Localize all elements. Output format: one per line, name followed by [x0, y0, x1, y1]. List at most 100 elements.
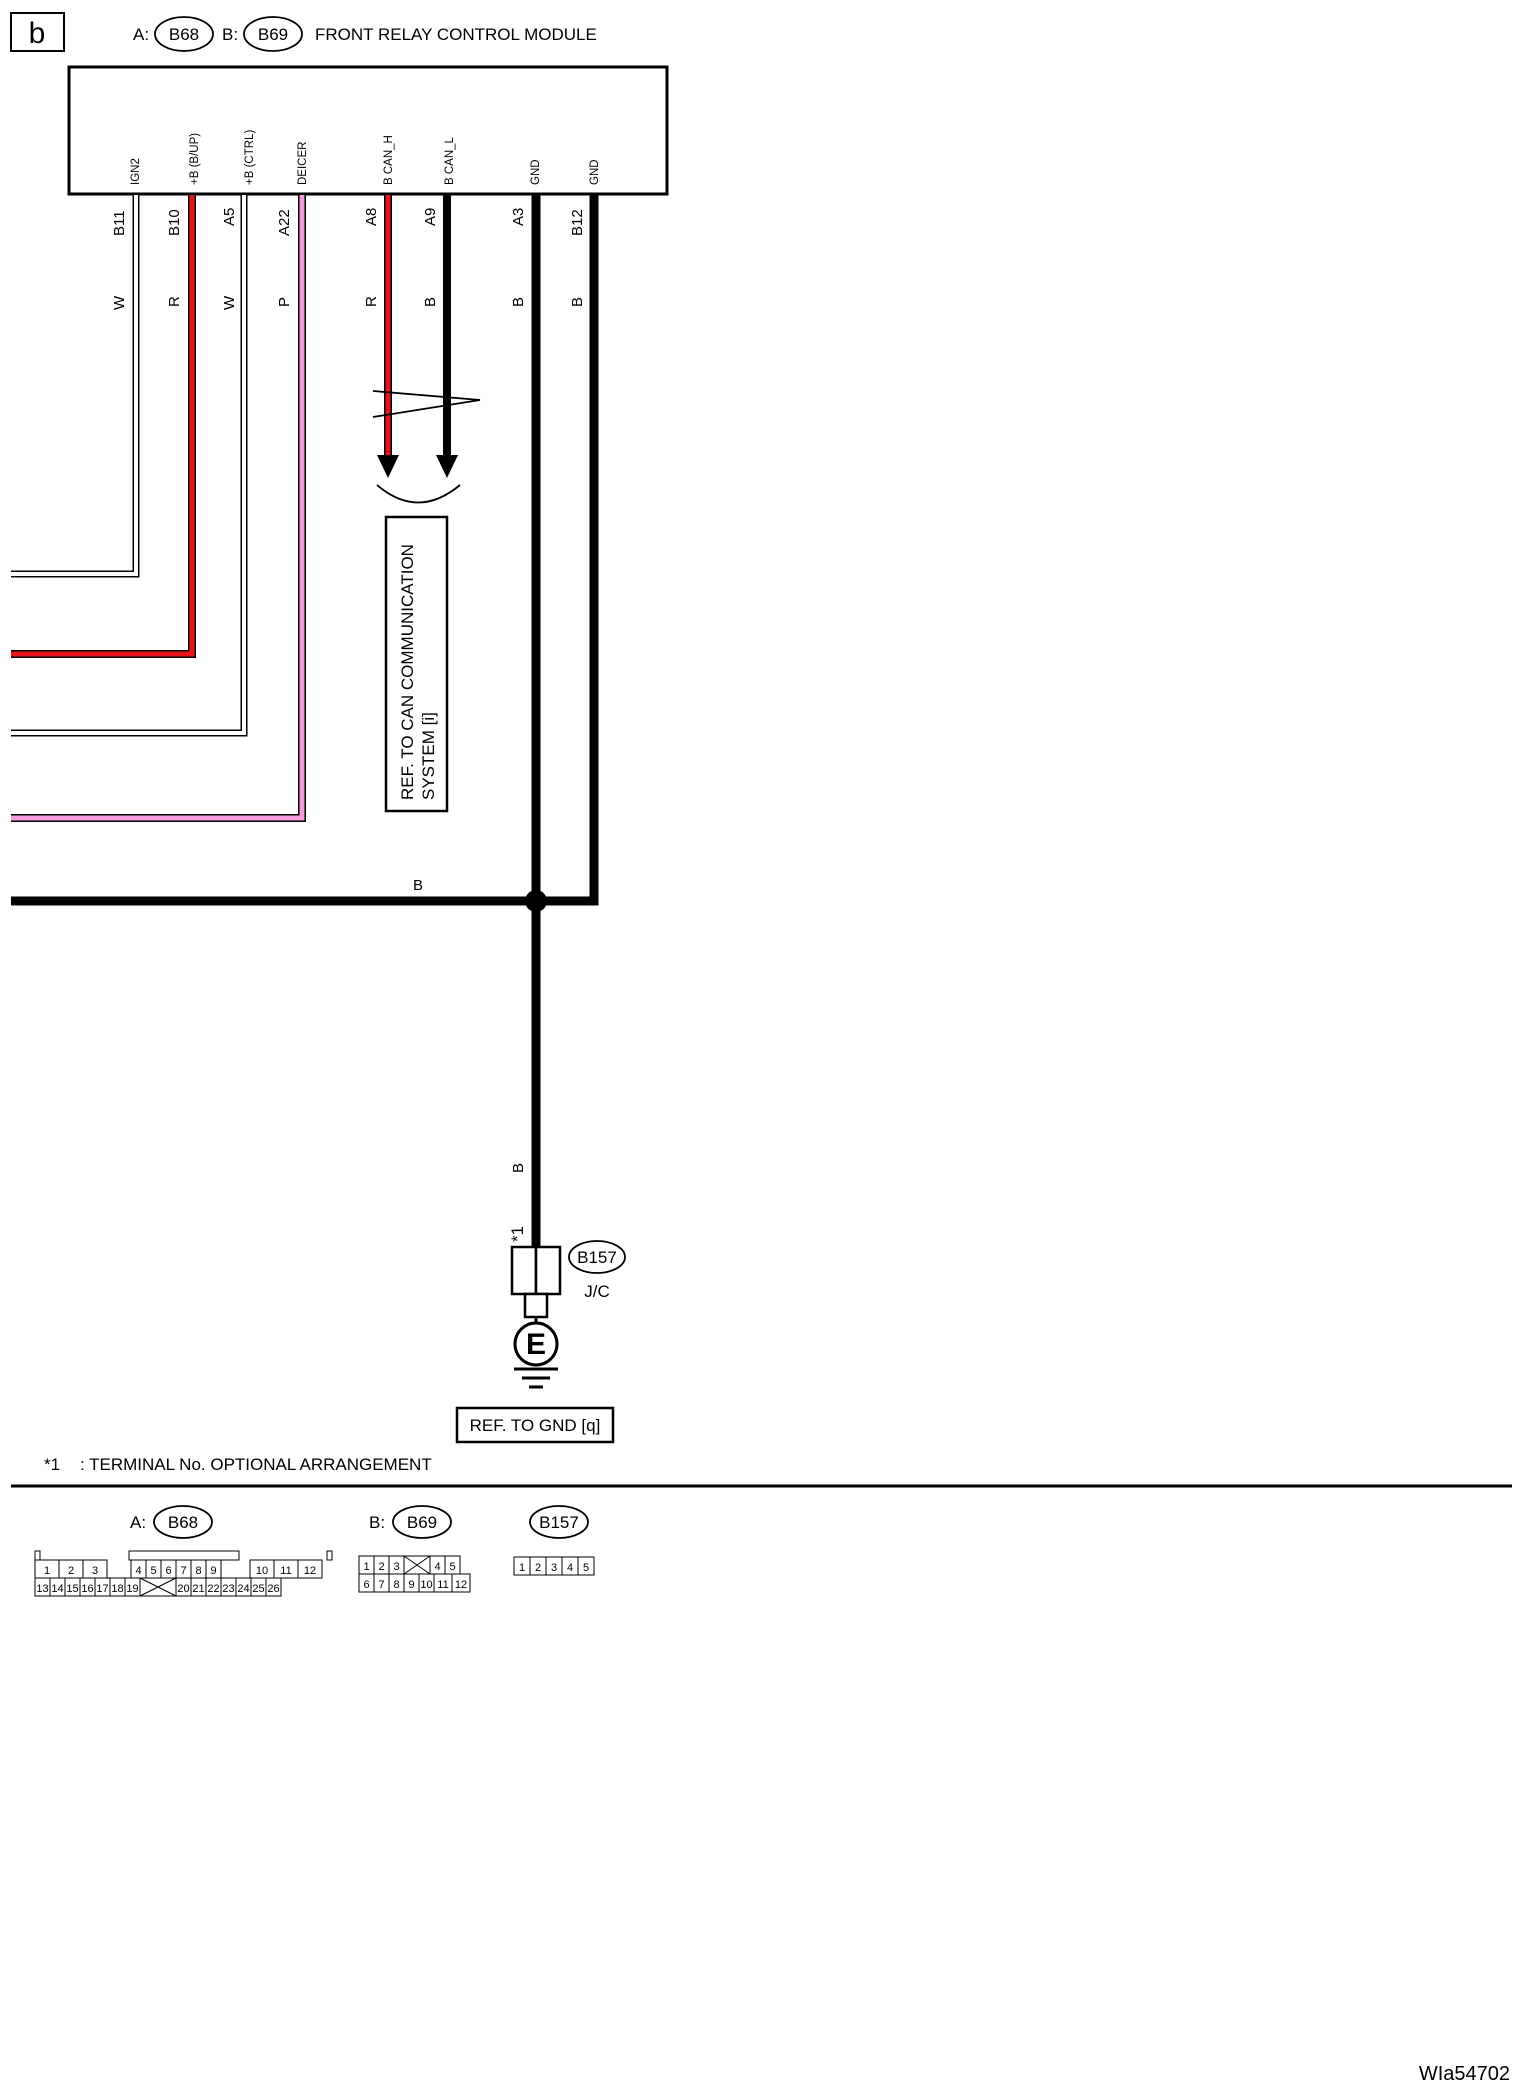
connector-cell-label: 2: [535, 1562, 541, 1574]
connector-cell-label: 17: [96, 1583, 108, 1595]
ground-e-circle: [513, 1321, 559, 1367]
module-box: [67, 65, 669, 196]
connector-cell-label: 2: [378, 1561, 384, 1573]
section-letter: b: [29, 17, 46, 50]
connector-cell-label: 7: [180, 1565, 186, 1577]
connector-cell-label: 7: [378, 1579, 384, 1591]
connector-cell-label: 5: [583, 1562, 589, 1574]
joint-connector-name: B157: [577, 1248, 617, 1267]
connector-cell-label: 1: [519, 1562, 525, 1574]
connector-cell-label: 10: [256, 1565, 268, 1577]
connector-cell-label: 4: [567, 1562, 573, 1574]
footnote-mark: *1: [44, 1455, 60, 1474]
pin-label: IGN2: [130, 158, 142, 185]
wire-ign2-fill: [11, 195, 138, 576]
connector-cell-label: 3: [393, 1561, 399, 1573]
connector-view-oval: [153, 1505, 213, 1539]
connector-cell-label: 21: [192, 1583, 204, 1595]
connector-cell-label: 23: [222, 1583, 234, 1595]
ground-e-letter: E: [526, 1328, 546, 1361]
connector-cell-label: 22: [207, 1583, 219, 1595]
module-prefix-b: B:: [222, 25, 238, 44]
wire-color-codes: W R W P R B B B: [111, 295, 586, 310]
connector-cell-label: 12: [304, 1565, 316, 1577]
wire-deicer: [11, 195, 306, 822]
can-bracket-arc: [376, 484, 461, 504]
wire-ign2: [11, 195, 140, 578]
twisted-pair-marker: [372, 390, 481, 418]
connector-cell-label: 18: [111, 1583, 123, 1595]
wire-deicer-fill: [11, 195, 305, 821]
terminal-numbers: B11 B10 A5 A22 A8 A9 A3 B12: [111, 208, 586, 236]
pin-label: +B (B/UP): [189, 133, 201, 185]
terminal-number: A22: [276, 209, 293, 236]
joint-connector-oval: [568, 1240, 626, 1274]
can-h-arrow: [377, 455, 399, 478]
ground-bus-label: B: [413, 877, 423, 894]
terminal-number: A5: [221, 208, 238, 226]
pin-label: GND: [589, 159, 601, 185]
wire-color-code: B: [569, 297, 586, 307]
gnd-reference-text: REF. TO GND [q]: [470, 1416, 601, 1435]
can-reference-line2: SYSTEM [i]: [419, 712, 438, 800]
connector-cell-label: 6: [165, 1565, 171, 1577]
joint-connector-right: [534, 1245, 562, 1296]
pin-label: B CAN_L: [444, 136, 456, 185]
ground-wire-label: B: [510, 1163, 527, 1173]
terminal-number: B10: [166, 209, 183, 236]
connector-cell-label: 5: [449, 1561, 455, 1573]
connector-view-prefix: A:: [130, 1513, 146, 1532]
connector-cell-label: 4: [434, 1561, 440, 1573]
pin-labels: IGN2 +B (B/UP) +B (CTRL) DEICER B CAN_H …: [130, 130, 601, 185]
connector-cell-label: 19: [126, 1583, 138, 1595]
connector-view-latch-left: [34, 1550, 41, 1561]
connector-cell-label: 20: [177, 1583, 189, 1595]
figure-id: WIa54702: [1419, 2063, 1510, 2085]
connector-cell-label: 24: [237, 1583, 249, 1595]
pin-label: GND: [530, 159, 542, 185]
connector-cell: [577, 1556, 595, 1576]
connector-blank-mark: [403, 1555, 431, 1575]
connector-cell-label: 2: [68, 1565, 74, 1577]
connector-cell-label: 1: [363, 1561, 369, 1573]
joint-connector-label: J/C: [584, 1282, 610, 1301]
connector-view-tab: [128, 1550, 240, 1561]
connector-cell-label: 9: [408, 1579, 414, 1591]
ground-splice-node: [525, 890, 547, 912]
joint-connector-stem: [523, 1292, 549, 1319]
terminal-number: A9: [422, 208, 439, 226]
connector-view-oval: [392, 1505, 452, 1539]
connector-blank-mark: [139, 1577, 177, 1597]
connector-name-a: B68: [169, 25, 199, 44]
connector-oval-b: [243, 16, 303, 52]
wire-color-code: B: [510, 297, 527, 307]
connector-cell-label: 26: [267, 1583, 279, 1595]
wire-color-code: W: [111, 295, 128, 310]
connector-oval-a: [154, 16, 214, 52]
footnote-text: : TERMINAL No. OPTIONAL ARRANGEMENT: [80, 1455, 432, 1474]
connector-cell-label: 8: [393, 1579, 399, 1591]
wire-color-code: R: [166, 296, 183, 307]
connector-cell-label: 10: [420, 1579, 432, 1591]
pin-label: B CAN_H: [383, 135, 395, 185]
wire-b-backup: [11, 195, 196, 658]
connector-cell-label: 8: [195, 1565, 201, 1577]
can-reference-line1: REF. TO CAN COMMUNICATION: [398, 544, 417, 800]
wire-b-backup-fill: [11, 195, 195, 657]
can-reference-box: [384, 515, 449, 813]
connector-cell-label: 4: [135, 1565, 141, 1577]
joint-connector-left: [510, 1245, 538, 1296]
connector-cell-label: 3: [92, 1565, 98, 1577]
pin-label: DEICER: [297, 142, 309, 185]
wire-color-code: B: [422, 297, 439, 307]
connector-cell-label: 25: [252, 1583, 264, 1595]
connector-cell-label: 11: [437, 1579, 448, 1591]
pin-label: +B (CTRL): [244, 130, 256, 185]
wire-gnd-b12: [536, 195, 599, 906]
gnd-reference-box: [455, 1406, 615, 1444]
connector-view-latch-right: [326, 1550, 333, 1561]
connector-view-oval: [529, 1505, 589, 1539]
